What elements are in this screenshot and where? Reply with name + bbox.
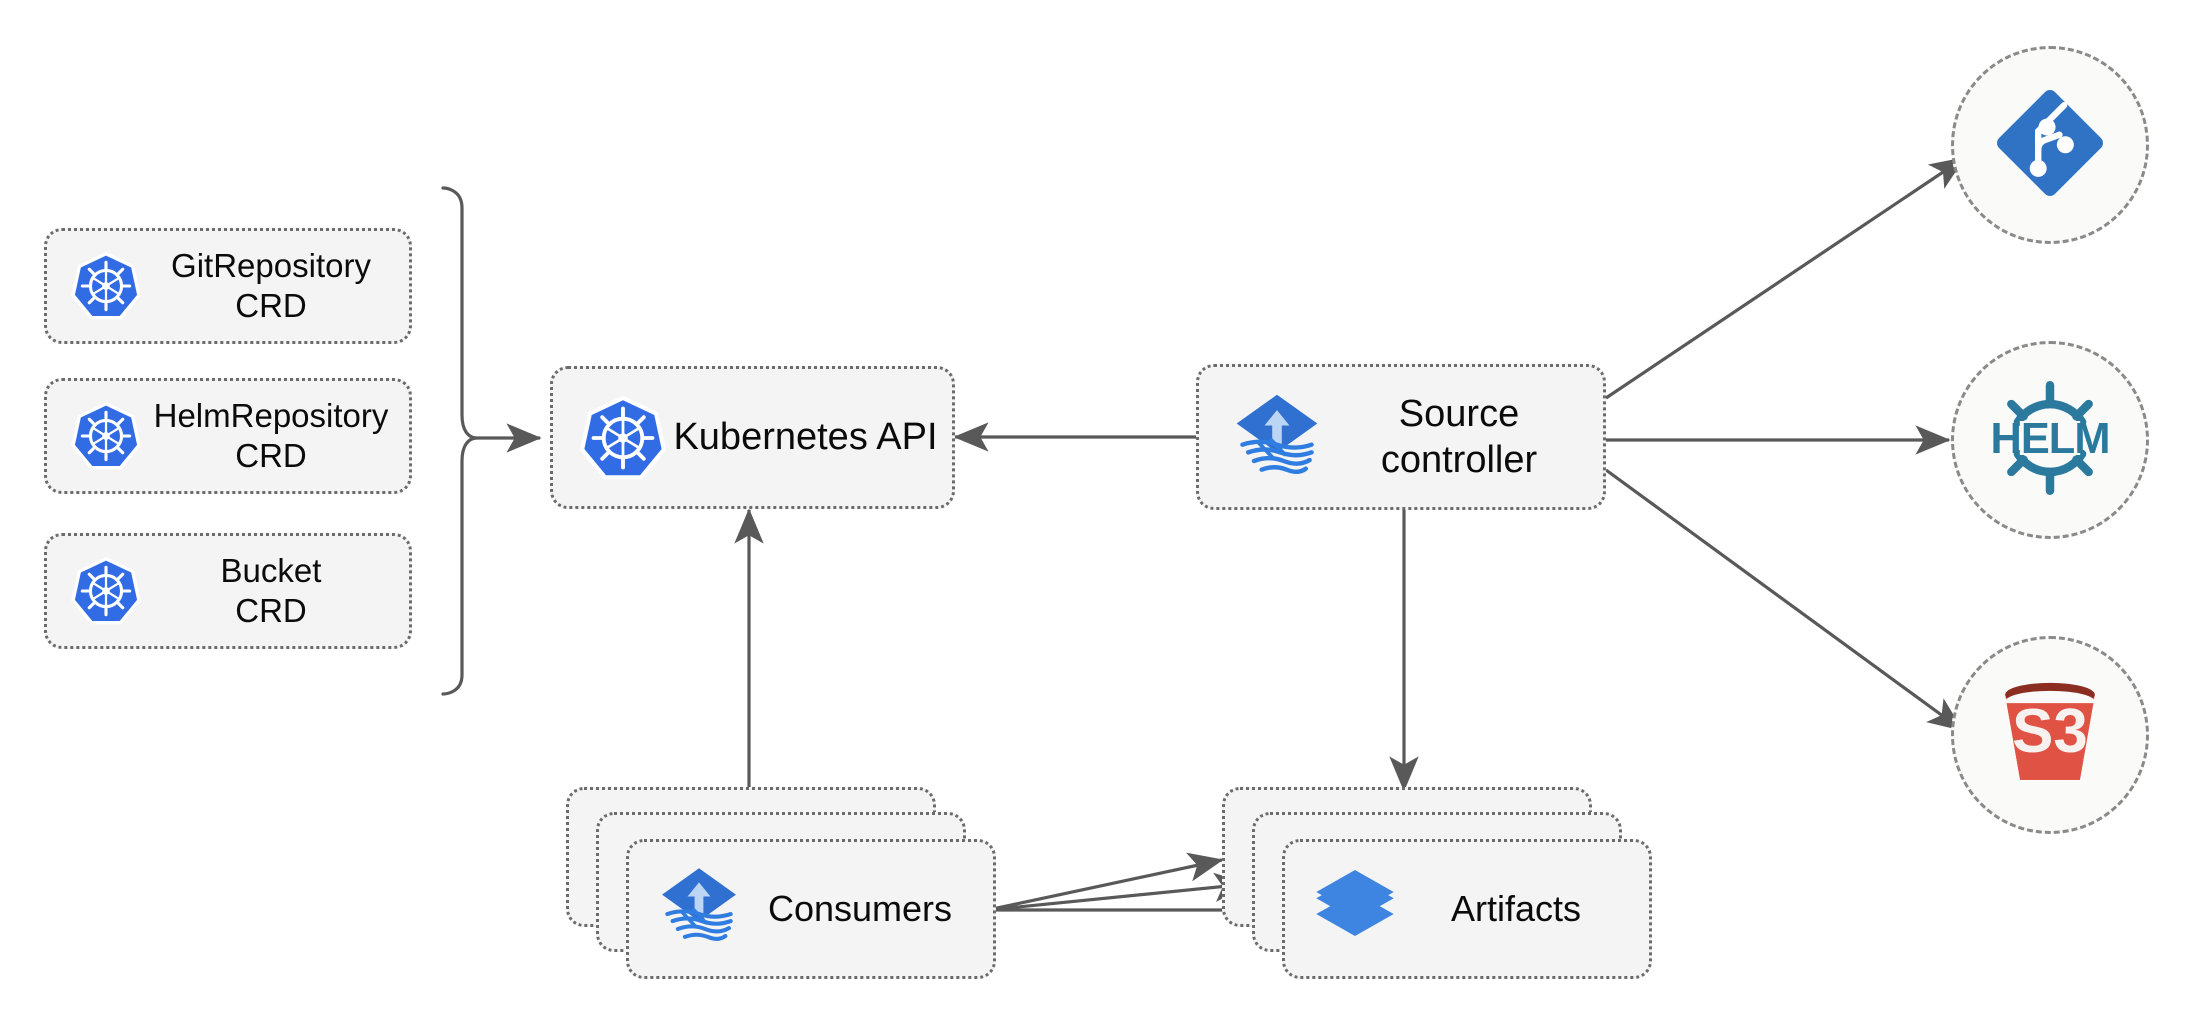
kubernetes-icon <box>69 554 143 628</box>
crd-card-label: Bucket CRD <box>220 551 322 629</box>
edge-source-controller-to-git <box>1605 156 1966 400</box>
layers-icon <box>1311 863 1399 956</box>
source-circle-s3[interactable]: S3 <box>1951 636 2149 834</box>
edge-source-controller-to-s3 <box>1605 468 1964 732</box>
crd-card-bucket[interactable]: Bucket CRD <box>44 533 412 649</box>
edge-consumers-to-artifacts-back <box>987 852 1224 912</box>
crd-group-brace <box>441 186 478 696</box>
source-circle-git[interactable] <box>1951 46 2149 244</box>
node-label-source-controller: Source controller <box>1380 392 1538 481</box>
node-kubernetes-api[interactable]: Kubernetes API <box>550 366 955 509</box>
node-consumers[interactable]: Consumers <box>566 787 996 987</box>
artifacts-stack-layer-front[interactable]: Artifacts <box>1282 839 1652 979</box>
kubernetes-icon <box>577 392 669 484</box>
crd-card-helm-repository[interactable]: HelmRepository CRD <box>44 378 412 494</box>
edge-consumers-to-artifacts-mid <box>987 872 1250 912</box>
s3-wordmark: S3 <box>2012 697 2088 766</box>
node-artifacts[interactable]: Artifacts <box>1222 787 1652 987</box>
s3-icon: S3 <box>1986 669 2114 802</box>
source-circle-helm[interactable]: HELM <box>1951 341 2149 539</box>
kubernetes-icon <box>69 249 143 323</box>
kubernetes-icon <box>69 399 143 473</box>
crd-card-git-repository[interactable]: GitRepository CRD <box>44 228 412 344</box>
helm-wordmark: HELM <box>1990 415 2109 463</box>
node-source-controller[interactable]: Source controller <box>1196 364 1606 510</box>
node-label-consumers: Consumers <box>767 888 953 929</box>
flux-icon <box>1229 389 1325 485</box>
git-icon <box>1991 84 2109 207</box>
crd-card-label: GitRepository CRD <box>171 246 371 324</box>
consumers-stack-layer-front[interactable]: Consumers <box>626 839 996 979</box>
node-label-kubernetes-api: Kubernetes API <box>673 416 938 459</box>
node-label-artifacts: Artifacts <box>1450 888 1582 929</box>
flux-icon <box>655 863 743 956</box>
crd-card-label: HelmRepository CRD <box>153 396 389 474</box>
helm-icon: HELM <box>1984 372 2116 509</box>
